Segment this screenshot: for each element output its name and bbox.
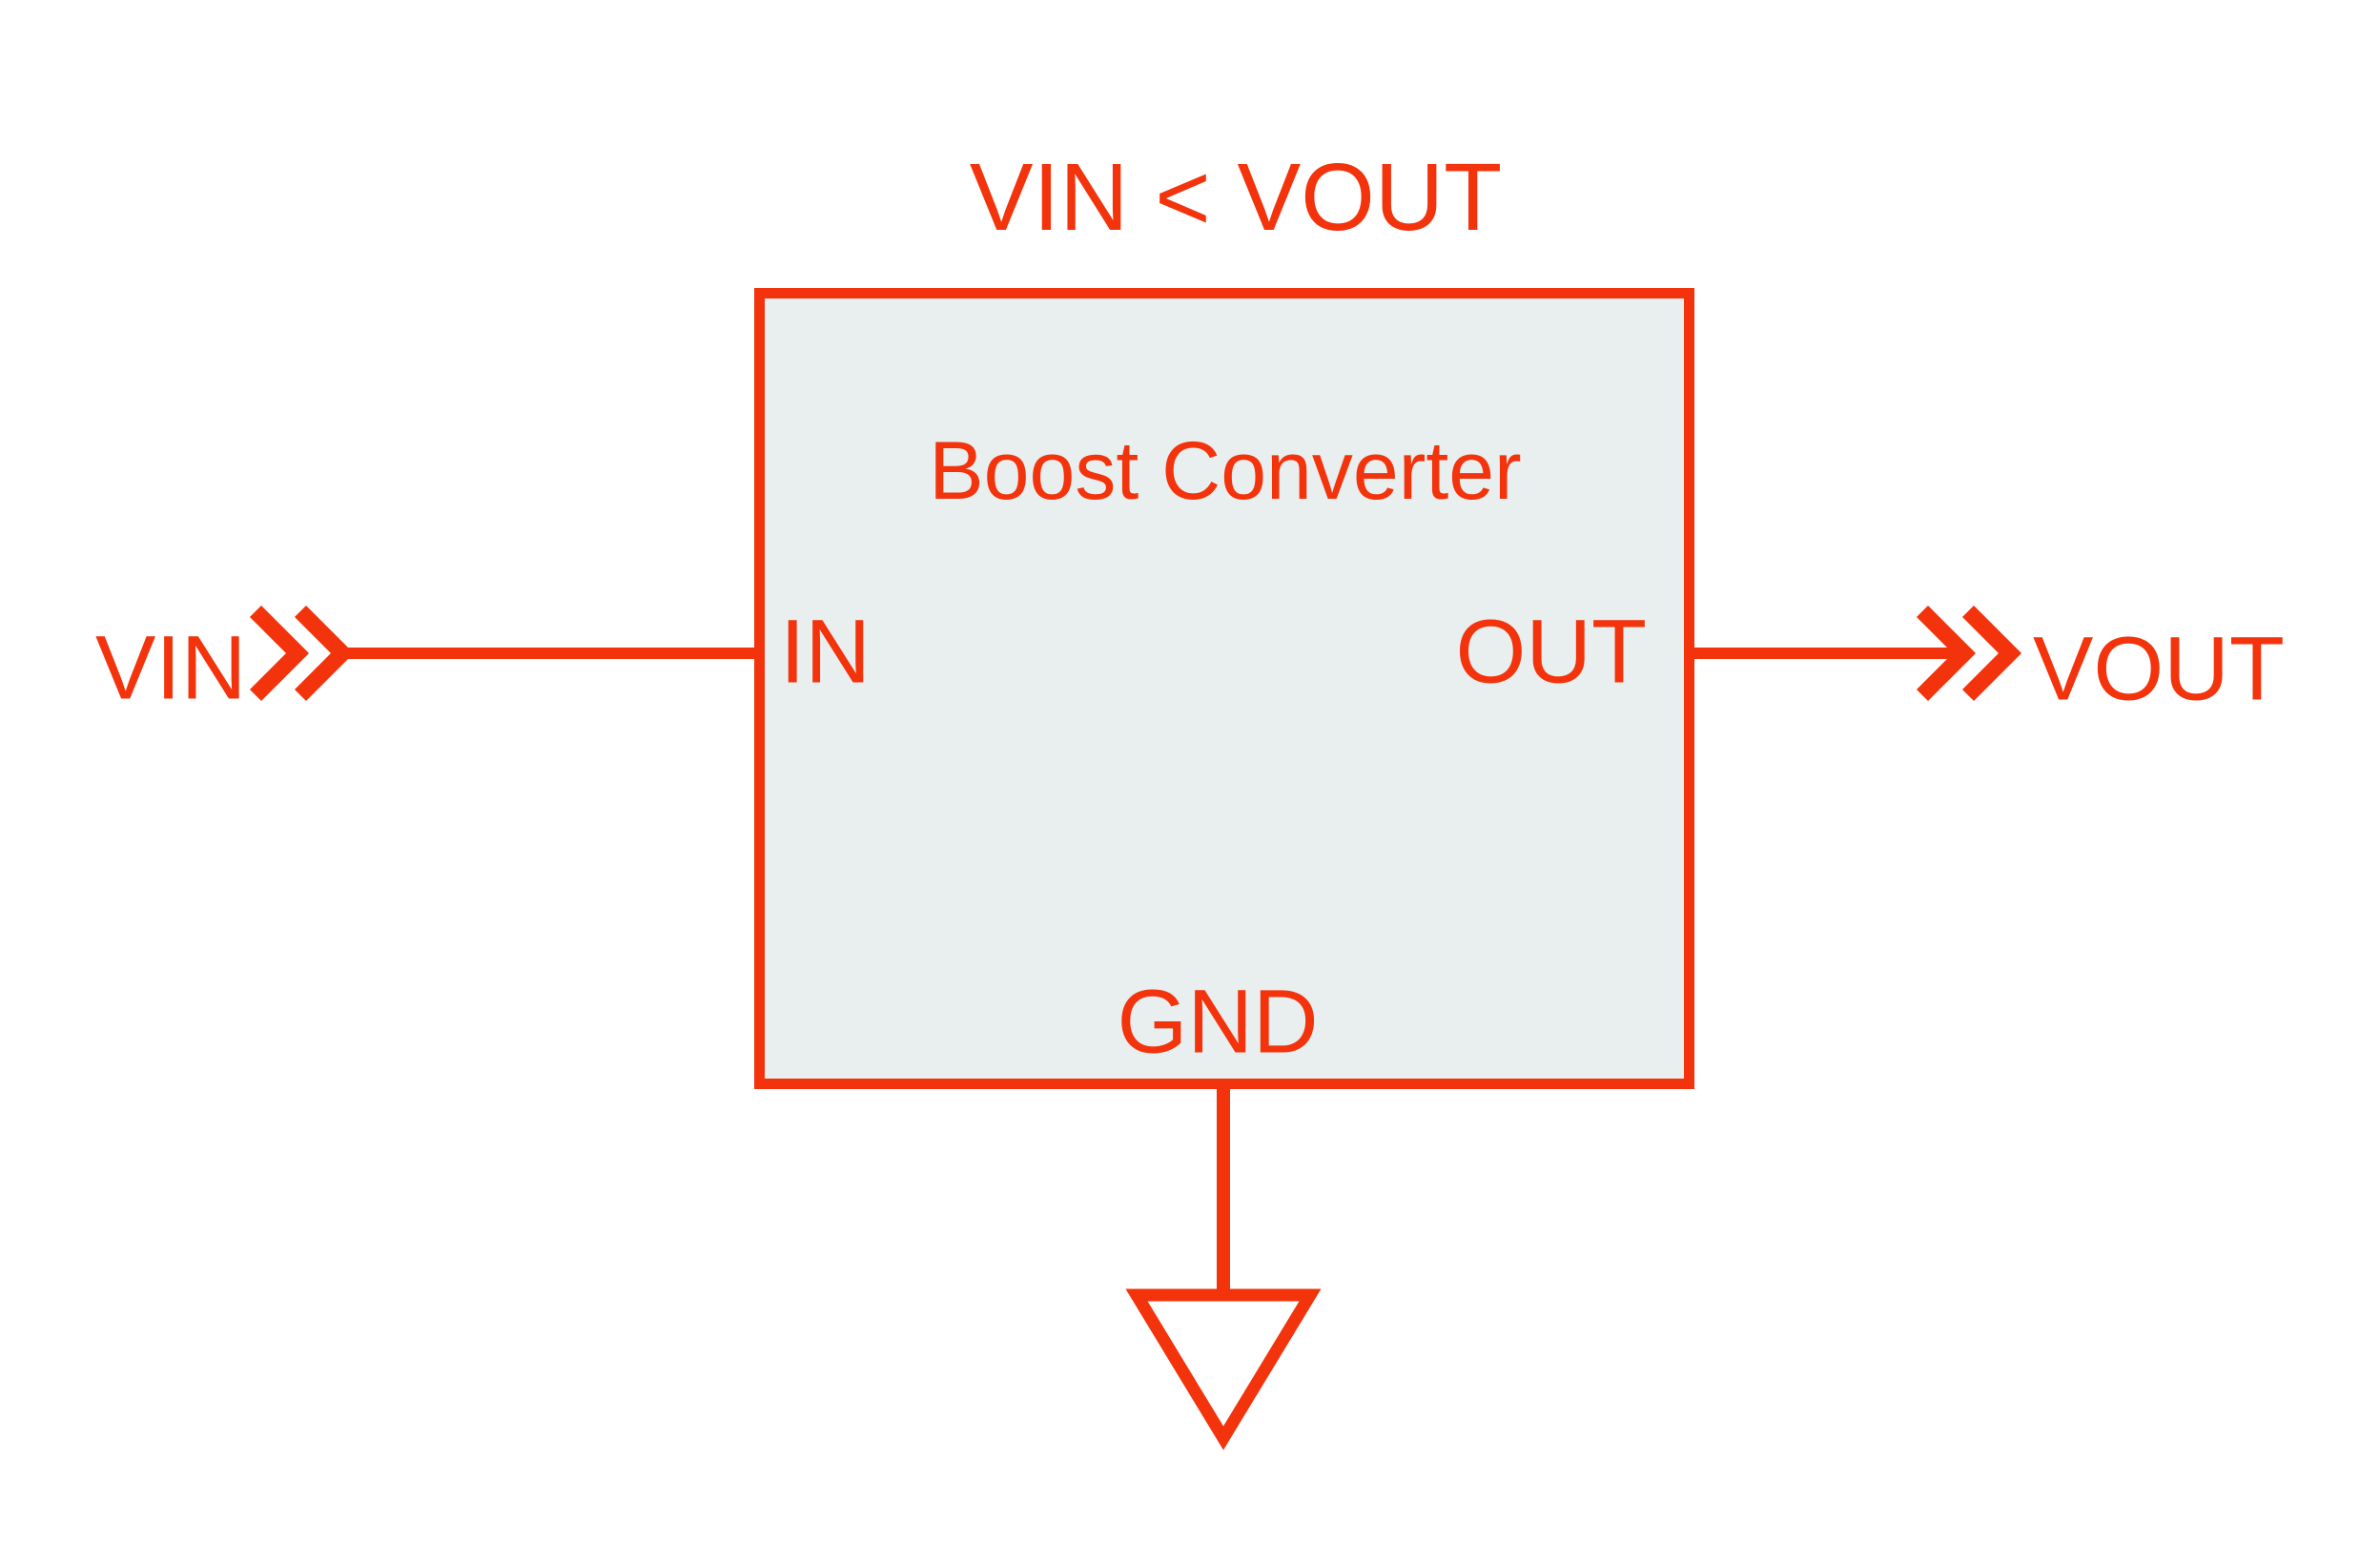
port-label-vin: VIN bbox=[95, 617, 247, 719]
relation-title: VIN < VOUT bbox=[969, 144, 1503, 251]
chevron-right-icon bbox=[294, 605, 355, 702]
port-label-vout: VOUT bbox=[2033, 618, 2285, 720]
pin-label-out: OUT bbox=[1455, 601, 1647, 703]
double-chevron-right-icon bbox=[249, 605, 355, 702]
pin-label-in: IN bbox=[780, 601, 871, 703]
ground-triangle-icon bbox=[1125, 1288, 1322, 1451]
block-title: Boost Converter bbox=[929, 425, 1522, 517]
converter-block bbox=[754, 288, 1694, 1089]
chevron-right-icon bbox=[1916, 605, 1977, 702]
double-chevron-right-icon bbox=[1916, 605, 2022, 702]
pin-label-gnd: GND bbox=[1117, 971, 1319, 1073]
chevron-right-icon bbox=[249, 605, 310, 702]
chevron-right-icon bbox=[1961, 605, 2022, 702]
